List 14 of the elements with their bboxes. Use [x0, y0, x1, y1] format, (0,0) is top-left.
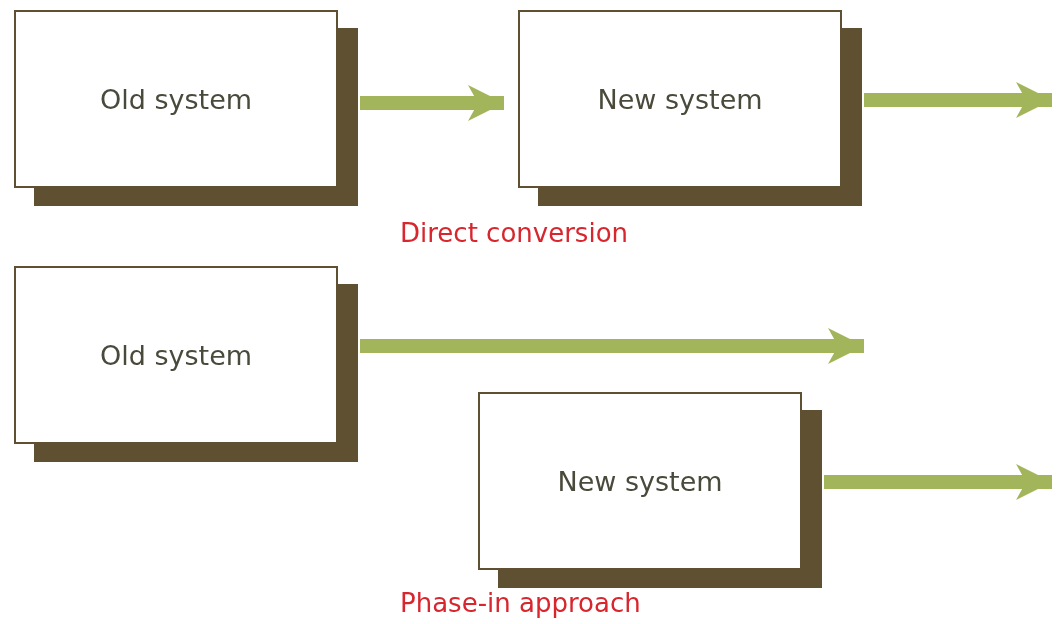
arrow [824, 464, 1052, 500]
process-box [14, 266, 358, 462]
box-label: Old system [99, 83, 253, 115]
box-label: New system [557, 465, 723, 497]
box-label: New system [597, 83, 763, 115]
arrow [360, 85, 504, 121]
box-label: Old system [99, 339, 253, 371]
process-box [478, 392, 822, 588]
arrow [864, 82, 1052, 118]
process-box [518, 10, 862, 206]
caption-text: Phase-in approach [400, 588, 641, 618]
caption-text: Direct conversion [400, 218, 629, 248]
arrow [360, 328, 864, 364]
process-box [14, 10, 358, 206]
